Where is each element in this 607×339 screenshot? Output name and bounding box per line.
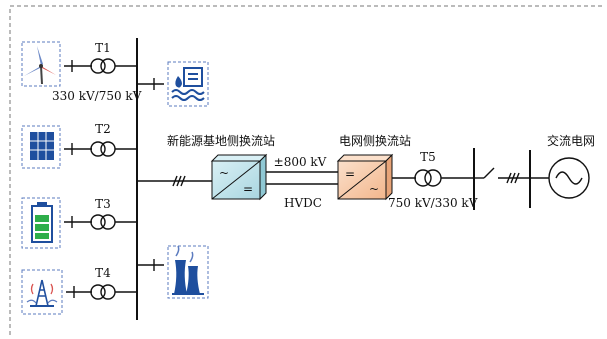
sending-station-label: 新能源基地侧换流站 <box>167 133 275 148</box>
receiving-station-label: 电网侧换流站 <box>339 134 411 148</box>
solar-panel-icon <box>30 132 54 160</box>
t1-ratio-label: 330 kV/750 kV <box>52 89 142 103</box>
receiving-dc-symbol: = <box>345 167 355 181</box>
wind-turbine-icon <box>24 46 56 85</box>
outer-frame <box>9 5 603 335</box>
t4-winding-2 <box>100 284 116 300</box>
ac-grid-label: 交流电网 <box>547 133 595 148</box>
three-phase-marker-2 <box>506 172 520 184</box>
t1-label: T1 <box>95 41 111 55</box>
sending-ac-symbol: ~ <box>219 166 229 180</box>
sending-converter-station: ~ = <box>210 153 268 201</box>
t5-label: T5 <box>420 150 436 164</box>
t4-label: T4 <box>95 266 111 280</box>
three-phase-marker-1 <box>172 175 186 187</box>
t1-winding-2 <box>100 58 116 74</box>
source-row-solar: T2 <box>21 122 137 169</box>
thermal-icon-frame <box>167 245 209 299</box>
hydro-icon-frame <box>167 61 209 107</box>
receiving-ac-symbol: ~ <box>369 182 379 196</box>
source-row-battery: T3 <box>21 197 137 249</box>
dc-voltage-label: ±800 kV <box>274 155 327 169</box>
t5-winding-2 <box>424 169 442 187</box>
ac-source-icon <box>548 157 590 199</box>
hydro-power-icon <box>171 67 205 101</box>
hvdc-label: HVDC <box>284 196 322 210</box>
source-row-wind: T1 330 kV/750 kV <box>21 41 142 103</box>
t3-label: T3 <box>95 197 111 211</box>
load-row-hydro <box>137 61 209 107</box>
battery-icon-frame <box>21 197 61 249</box>
t4-winding-1 <box>90 284 106 300</box>
circuit-breaker-switch <box>483 167 495 179</box>
battery-icon <box>31 202 53 243</box>
receiving-converter-station: = ~ <box>336 153 394 201</box>
thermal-power-plant-icon <box>172 245 204 295</box>
wind-icon-frame <box>21 41 61 87</box>
source-row-tower: T4 <box>21 266 137 315</box>
radio-tower-icon <box>26 279 58 307</box>
t2-winding-1 <box>90 141 106 157</box>
t5-ratio-label: 750 kV/330 kV <box>388 196 478 210</box>
t3-winding-1 <box>90 214 106 230</box>
t1-winding-1 <box>90 58 106 74</box>
t5-winding-1 <box>414 169 432 187</box>
t2-label: T2 <box>95 122 111 136</box>
t3-winding-2 <box>100 214 116 230</box>
tower-icon-frame <box>21 269 63 315</box>
sending-dc-symbol: = <box>243 182 253 196</box>
load-row-thermal <box>137 245 209 299</box>
t2-winding-2 <box>100 141 116 157</box>
